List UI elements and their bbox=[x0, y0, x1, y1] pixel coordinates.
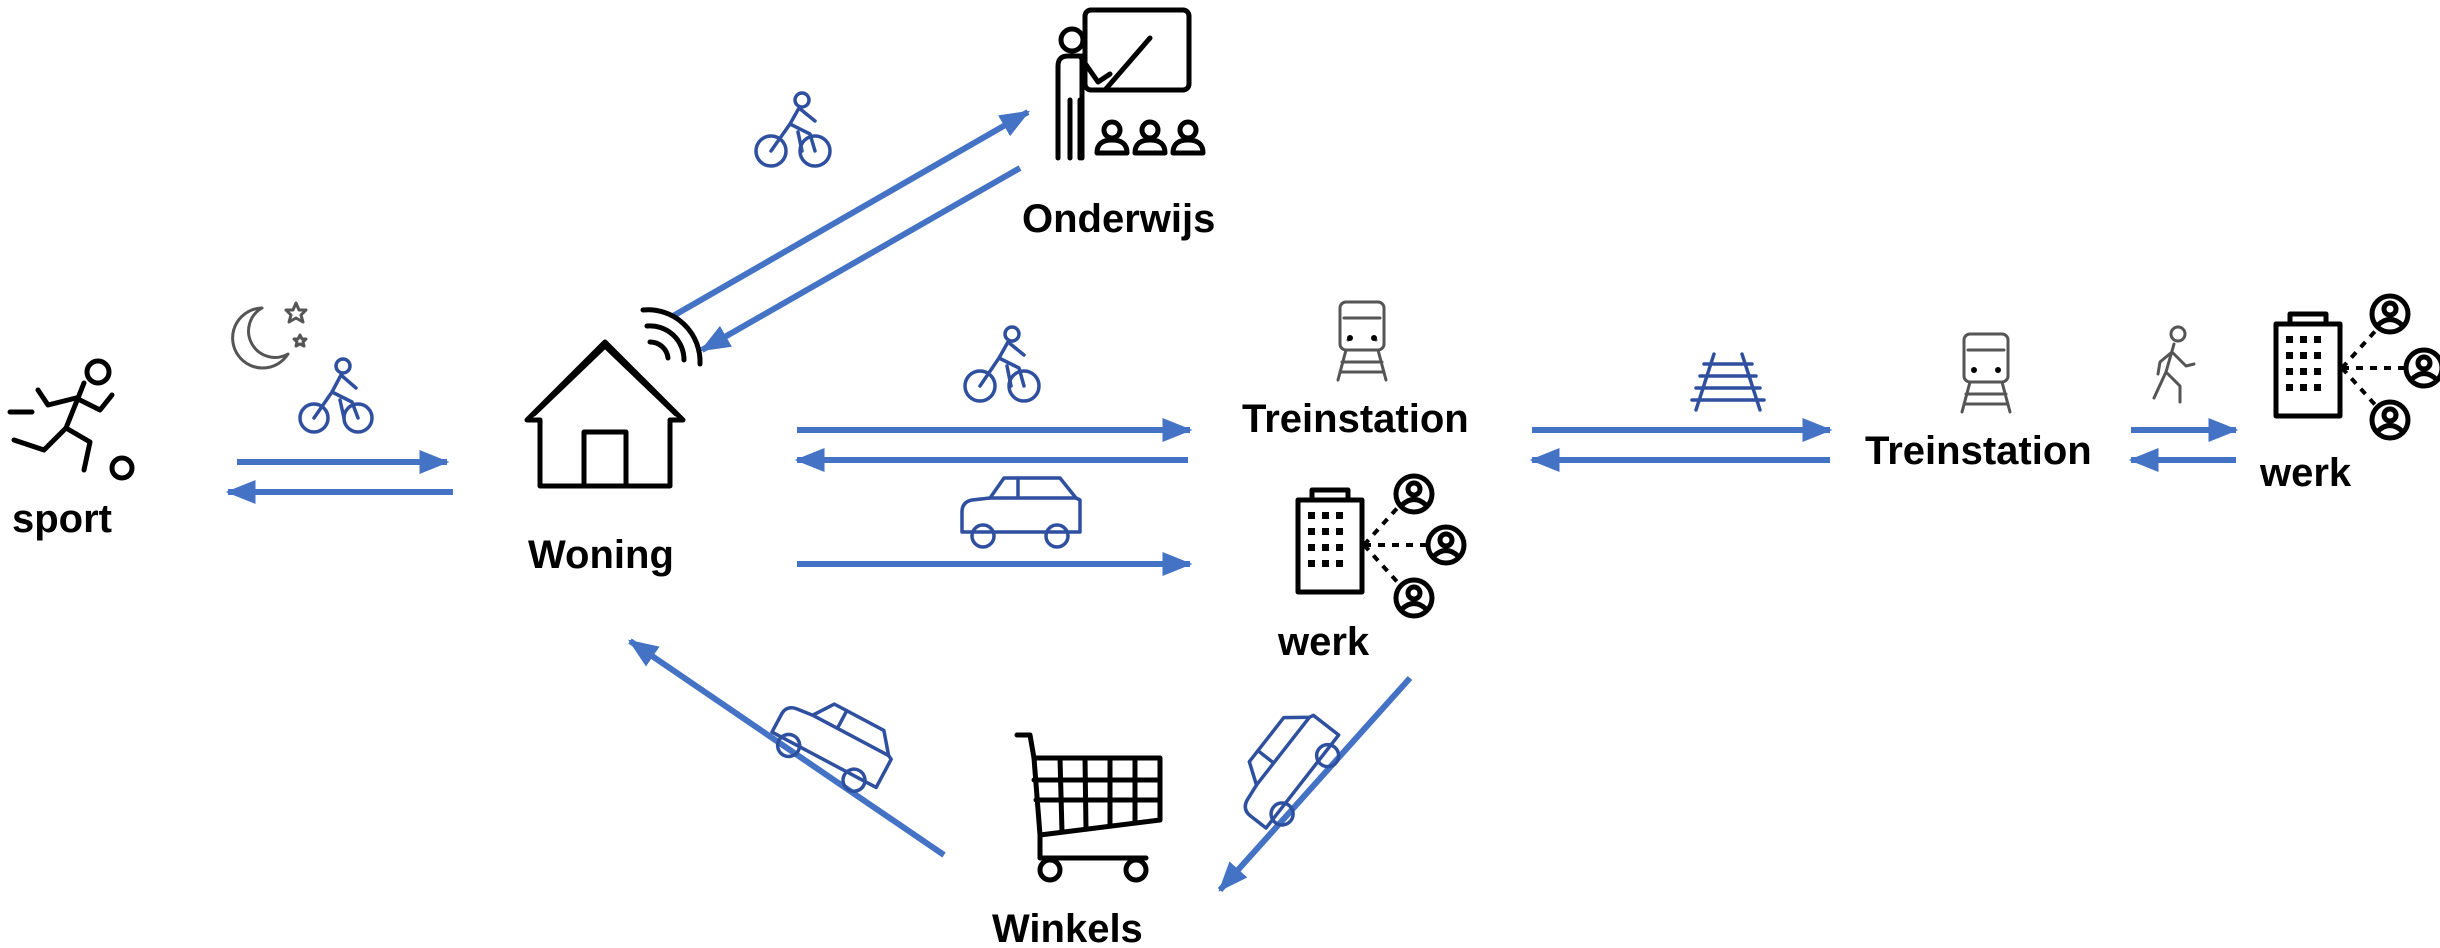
winkels-node: Winkels bbox=[992, 732, 1163, 948]
rail-track-icon bbox=[1690, 352, 1766, 412]
arrows bbox=[225, 109, 2239, 893]
car-icon-diagonal bbox=[1243, 713, 1341, 830]
car-icon-winkels bbox=[770, 702, 893, 793]
arrow-onderwijs-to-woning bbox=[699, 165, 1022, 353]
treinstation-1-node: Treinstation bbox=[1242, 300, 1469, 441]
smart-house-icon bbox=[524, 307, 703, 489]
walking-person-icon bbox=[2152, 325, 2196, 404]
woning-node: Woning bbox=[524, 307, 703, 577]
employees-network-icon bbox=[1362, 473, 1467, 619]
werk-1-label: werk bbox=[1277, 620, 1370, 664]
onderwijs-node: Onderwijs bbox=[1022, 7, 1215, 241]
arrow-werk-to-winkels bbox=[1217, 675, 1413, 893]
werk-2-label: werk bbox=[2259, 451, 2352, 495]
train-icon bbox=[1336, 300, 1388, 382]
treinstation-2-label: Treinstation bbox=[1865, 429, 2092, 473]
sport-label: sport bbox=[12, 497, 112, 541]
bicycle-icon-sport bbox=[298, 357, 374, 434]
teacher-classroom-icon bbox=[1055, 7, 1206, 161]
treinstation-2-node: Treinstation bbox=[1865, 332, 2092, 473]
employees-network-icon-2 bbox=[2340, 293, 2440, 441]
arrow-woning-to-onderwijs bbox=[671, 109, 1031, 319]
moon-icon bbox=[231, 301, 308, 370]
shopping-cart-icon bbox=[1014, 732, 1163, 883]
woning-label: Woning bbox=[528, 533, 674, 577]
office-building-icon bbox=[1295, 487, 1365, 595]
bicycle-icon-onderwijs bbox=[754, 91, 832, 168]
arrow-winkels-to-woning bbox=[628, 638, 946, 858]
treinstation-1-label: Treinstation bbox=[1242, 397, 1469, 441]
onderwijs-label: Onderwijs bbox=[1022, 197, 1215, 241]
train-icon-2 bbox=[1960, 332, 2012, 414]
bicycle-icon-station bbox=[963, 325, 1041, 403]
office-building-icon-2 bbox=[2273, 311, 2343, 419]
werk-1-node: werk bbox=[1277, 473, 1467, 664]
soccer-player-icon bbox=[7, 358, 135, 481]
werk-2-node: werk bbox=[2259, 293, 2440, 495]
sport-node: sport bbox=[7, 358, 135, 541]
car-icon-werk bbox=[960, 476, 1082, 549]
winkels-label: Winkels bbox=[992, 907, 1143, 948]
